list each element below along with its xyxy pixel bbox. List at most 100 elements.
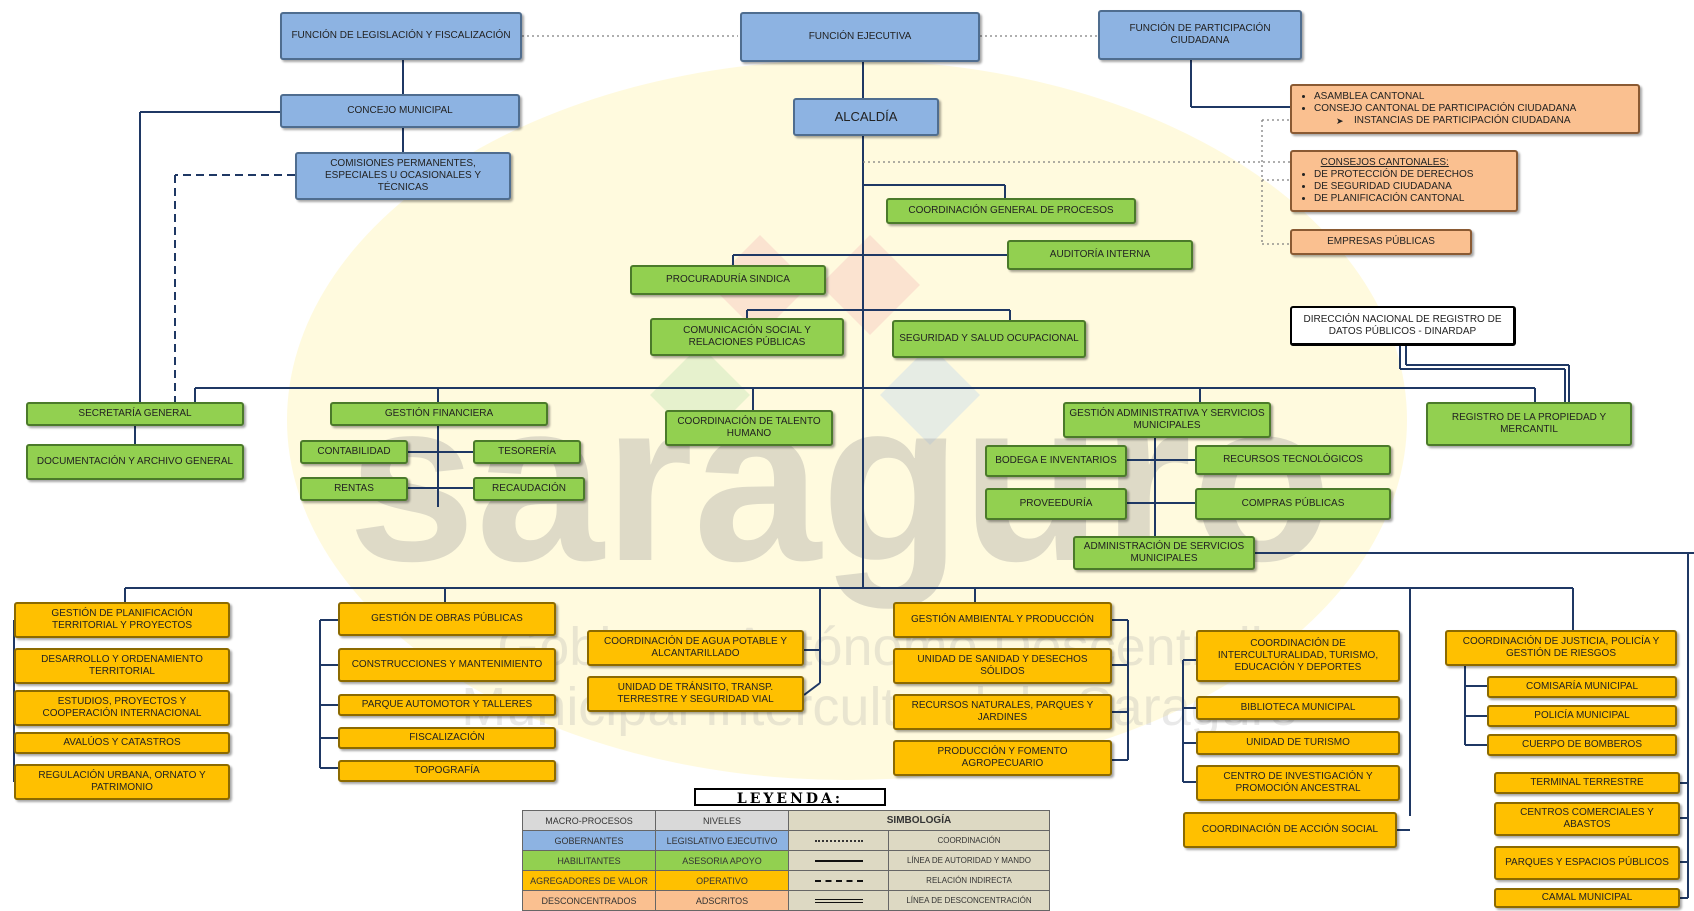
concejo-municipal-label: CONCEJO MUNICIPAL [347, 105, 453, 116]
construcciones-box: CONSTRUCCIONES Y MANTENIMIENTO [338, 648, 556, 682]
legend-nivel: OPERATIVO [655, 870, 789, 891]
planificacion-box: GESTIÓN DE PLANIFICACIÓN TERRITORIAL Y P… [14, 602, 230, 638]
obras-publicas-box: GESTIÓN DE OBRAS PÚBLICAS [338, 602, 556, 636]
registro-propiedad-label: REGISTRO DE LA PROPIEDAD Y MERCANTIL [1451, 412, 1607, 435]
avaluos-box: AVALÚOS Y CATASTROS [14, 732, 230, 754]
topografia-label: TOPOGRAFÍA [414, 765, 480, 776]
legend-row: HABILITANTES ASESORIA APOYO LÍNEA DE AUT… [522, 850, 1050, 871]
legend-symbol-desc: LÍNEA DE DESCONCENTRACIÓN [888, 890, 1050, 911]
legend-symbol-solid [788, 850, 889, 871]
dinardap-label: DIRECCIÓN NACIONAL DE REGISTRO DE DATOS … [1303, 313, 1502, 337]
funcion-participacion-label: FUNCIÓN DE PARTICIPACIÓN CIUDADANA [1129, 23, 1271, 46]
parques-espacios-box: PARQUES Y ESPACIOS PÚBLICOS [1494, 846, 1680, 880]
legend-symbol-double [788, 890, 889, 911]
policia-box: POLICÍA MUNICIPAL [1487, 705, 1677, 727]
legend-symbol-desc: COORDINACIÓN [888, 830, 1050, 851]
gestion-financiera-label: GESTIÓN FINANCIERA [384, 408, 494, 419]
regulacion-box: REGULACIÓN URBANA, ORNATO Y PATRIMONIO [14, 764, 230, 800]
agua-potable-box: COORDINACIÓN DE AGUA POTABLE Y ALCANTARI… [587, 630, 804, 666]
consejos-item: DE PLANIFICACIÓN CANTONAL [1314, 193, 1473, 205]
legend-title: LEYENDA: [694, 788, 886, 807]
talento-humano-box: COORDINACIÓN DE TALENTO HUMANO [665, 410, 833, 446]
sanidad-label: UNIDAD DE SANIDAD Y DESECHOS SÓLIDOS [917, 654, 1088, 677]
proveeduria-box: PROVEEDURÍA [985, 488, 1127, 520]
documentacion-label: DOCUMENTACIÓN Y ARCHIVO GENERAL [36, 456, 234, 467]
comisiones-label: COMISIONES PERMANENTES, ESPECIALES U OCA… [325, 158, 481, 193]
estudios-box: ESTUDIOS, PROYECTOS Y COOPERACIÓN INTERN… [14, 690, 230, 726]
funcion-participacion-box: FUNCIÓN DE PARTICIPACIÓN CIUDADANA [1098, 10, 1302, 60]
centro-investigacion-label: CENTRO DE INVESTIGACIÓN Y PROMOCIÓN ANCE… [1223, 771, 1373, 794]
funcion-legislacion-box: FUNCIÓN DE LEGISLACIÓN Y FISCALIZACIÓN [280, 12, 522, 60]
comisaria-label: COMISARÍA MUNICIPAL [1525, 681, 1639, 692]
produccion-box: PRODUCCIÓN Y FOMENTO AGROPECUARIO [893, 740, 1112, 776]
tesoreria-label: TESORERÍA [498, 446, 556, 457]
bodega-label: BODEGA E INVENTARIOS [995, 455, 1117, 466]
registro-propiedad-box: REGISTRO DE LA PROPIEDAD Y MERCANTIL [1426, 402, 1632, 446]
justicia-box: COORDINACIÓN DE JUSTICIA, POLICÍA Y GEST… [1445, 630, 1677, 666]
consejos-cantonales-box: CONSEJOS CANTONALES: DE PROTECCIÓN DE DE… [1290, 150, 1518, 212]
contabilidad-box: CONTABILIDAD [300, 440, 408, 464]
consejos-item: DE SEGURIDAD CIUDADANA [1314, 181, 1473, 193]
legend-row: AGREGADORES DE VALOR OPERATIVO RELACIÓN … [522, 870, 1050, 891]
seguridad-salud-label: SEGURIDAD Y SALUD OCUPACIONAL [899, 333, 1079, 344]
asamblea-item: ASAMBLEA CANTONAL [1314, 91, 1576, 103]
estudios-label: ESTUDIOS, PROYECTOS Y COOPERACIÓN INTERN… [42, 696, 202, 719]
interculturalidad-label: COORDINACIÓN DE INTERCULTURALIDAD, TURIS… [1217, 638, 1379, 673]
legend-header-row: MACRO-PROCESOS NIVELES SIMBOLOGÍA [522, 810, 1050, 831]
alcaldia-box: ALCALDÍA [793, 98, 939, 136]
administracion-servicios-box: ADMINISTRACIÓN DE SERVICIOS MUNICIPALES [1073, 536, 1255, 570]
legend-nivel: ASESORIA APOYO [655, 850, 789, 871]
desarrollo-box: DESARROLLO Y ORDENAMIENTO TERRITORIAL [14, 648, 230, 684]
proveeduria-label: PROVEEDURÍA [1019, 498, 1093, 509]
avaluos-label: AVALÚOS Y CATASTROS [63, 737, 181, 748]
camal-box: CAMAL MUNICIPAL [1494, 888, 1680, 908]
turismo-label: UNIDAD DE TURISMO [1246, 737, 1350, 748]
legend-symbol-desc: RELACIÓN INDIRECTA [888, 870, 1050, 891]
recaudacion-label: RECAUDACIÓN [492, 483, 566, 494]
terminal-label: TERMINAL TERRESTRE [1530, 777, 1644, 788]
gestion-administrativa-label: GESTIÓN ADMINISTRATIVA Y SERVICIOS MUNIC… [1069, 408, 1265, 431]
parque-automotor-label: PARQUE AUTOMOTOR Y TALLERES [361, 699, 533, 710]
consejos-item: DE PROTECCIÓN DE DERECHOS [1314, 169, 1473, 181]
obras-publicas-label: GESTIÓN DE OBRAS PÚBLICAS [371, 613, 523, 624]
agua-potable-label: COORDINACIÓN DE AGUA POTABLE Y ALCANTARI… [603, 636, 787, 659]
legend-table: MACRO-PROCESOS NIVELES SIMBOLOGÍA GOBERN… [522, 810, 1050, 911]
topografia-box: TOPOGRAFÍA [338, 760, 556, 782]
funcion-ejecutiva-box: FUNCIÓN EJECUTIVA [740, 12, 980, 62]
biblioteca-label: BIBLIOTECA MUNICIPAL [1240, 702, 1356, 713]
tesoreria-box: TESORERÍA [473, 440, 581, 464]
construcciones-label: CONSTRUCCIONES Y MANTENIMIENTO [351, 659, 543, 670]
recaudacion-box: RECAUDACIÓN [473, 477, 585, 501]
coordinacion-general-label: COORDINACIÓN GENERAL DE PROCESOS [908, 205, 1114, 216]
legend-col-niveles: NIVELES [655, 810, 789, 831]
terminal-box: TERMINAL TERRESTRE [1494, 772, 1680, 794]
talento-humano-label: COORDINACIÓN DE TALENTO HUMANO [677, 416, 821, 439]
desarrollo-label: DESARROLLO Y ORDENAMIENTO TERRITORIAL [41, 654, 203, 677]
justicia-label: COORDINACIÓN DE JUSTICIA, POLICÍA Y GEST… [1462, 636, 1660, 659]
fiscalizacion-box: FISCALIZACIÓN [338, 727, 556, 749]
secretaria-general-box: SECRETARÍA GENERAL [26, 402, 244, 426]
policia-label: POLICÍA MUNICIPAL [1534, 710, 1630, 721]
dinardap-box: DIRECCIÓN NACIONAL DE REGISTRO DE DATOS … [1290, 306, 1516, 346]
legend-nivel: ADSCRITOS [655, 890, 789, 911]
legend-row: GOBERNANTES LEGISLATIVO EJECUTIVO COORDI… [522, 830, 1050, 851]
recursos-tecnologicos-box: RECURSOS TECNOLÓGICOS [1195, 445, 1391, 475]
accion-social-box: COORDINACIÓN DE ACCIÓN SOCIAL [1183, 812, 1397, 848]
asamblea-cantonal-box: ASAMBLEA CANTONAL CONSEJO CANTONAL DE PA… [1290, 84, 1640, 134]
comunicacion-label: COMUNICACIÓN SOCIAL Y RELACIONES PÚBLICA… [683, 325, 811, 348]
accion-social-label: COORDINACIÓN DE ACCIÓN SOCIAL [1201, 824, 1379, 835]
compras-publicas-box: COMPRAS PÚBLICAS [1195, 488, 1391, 520]
legend-macro: DESCONCENTRADOS [522, 890, 656, 911]
turismo-box: UNIDAD DE TURISMO [1196, 731, 1400, 755]
recursos-tecnologicos-label: RECURSOS TECNOLÓGICOS [1223, 454, 1363, 465]
gestion-ambiental-label: GESTIÓN AMBIENTAL Y PRODUCCIÓN [911, 614, 1094, 625]
recursos-naturales-box: RECURSOS NATURALES, PARQUES Y JARDINES [893, 694, 1112, 730]
legend-col-macro: MACRO-PROCESOS [522, 810, 656, 831]
legend-macro: GOBERNANTES [522, 830, 656, 851]
contabilidad-label: CONTABILIDAD [317, 446, 391, 457]
recursos-naturales-label: RECURSOS NATURALES, PARQUES Y JARDINES [911, 700, 1094, 723]
transito-box: UNIDAD DE TRÁNSITO, TRANSP. TERRESTRE Y … [587, 676, 804, 712]
compras-publicas-label: COMPRAS PÚBLICAS [1241, 498, 1345, 509]
auditoria-interna-label: AUDITORÍA INTERNA [1049, 249, 1151, 260]
gestion-administrativa-box: GESTIÓN ADMINISTRATIVA Y SERVICIOS MUNIC… [1063, 402, 1271, 438]
